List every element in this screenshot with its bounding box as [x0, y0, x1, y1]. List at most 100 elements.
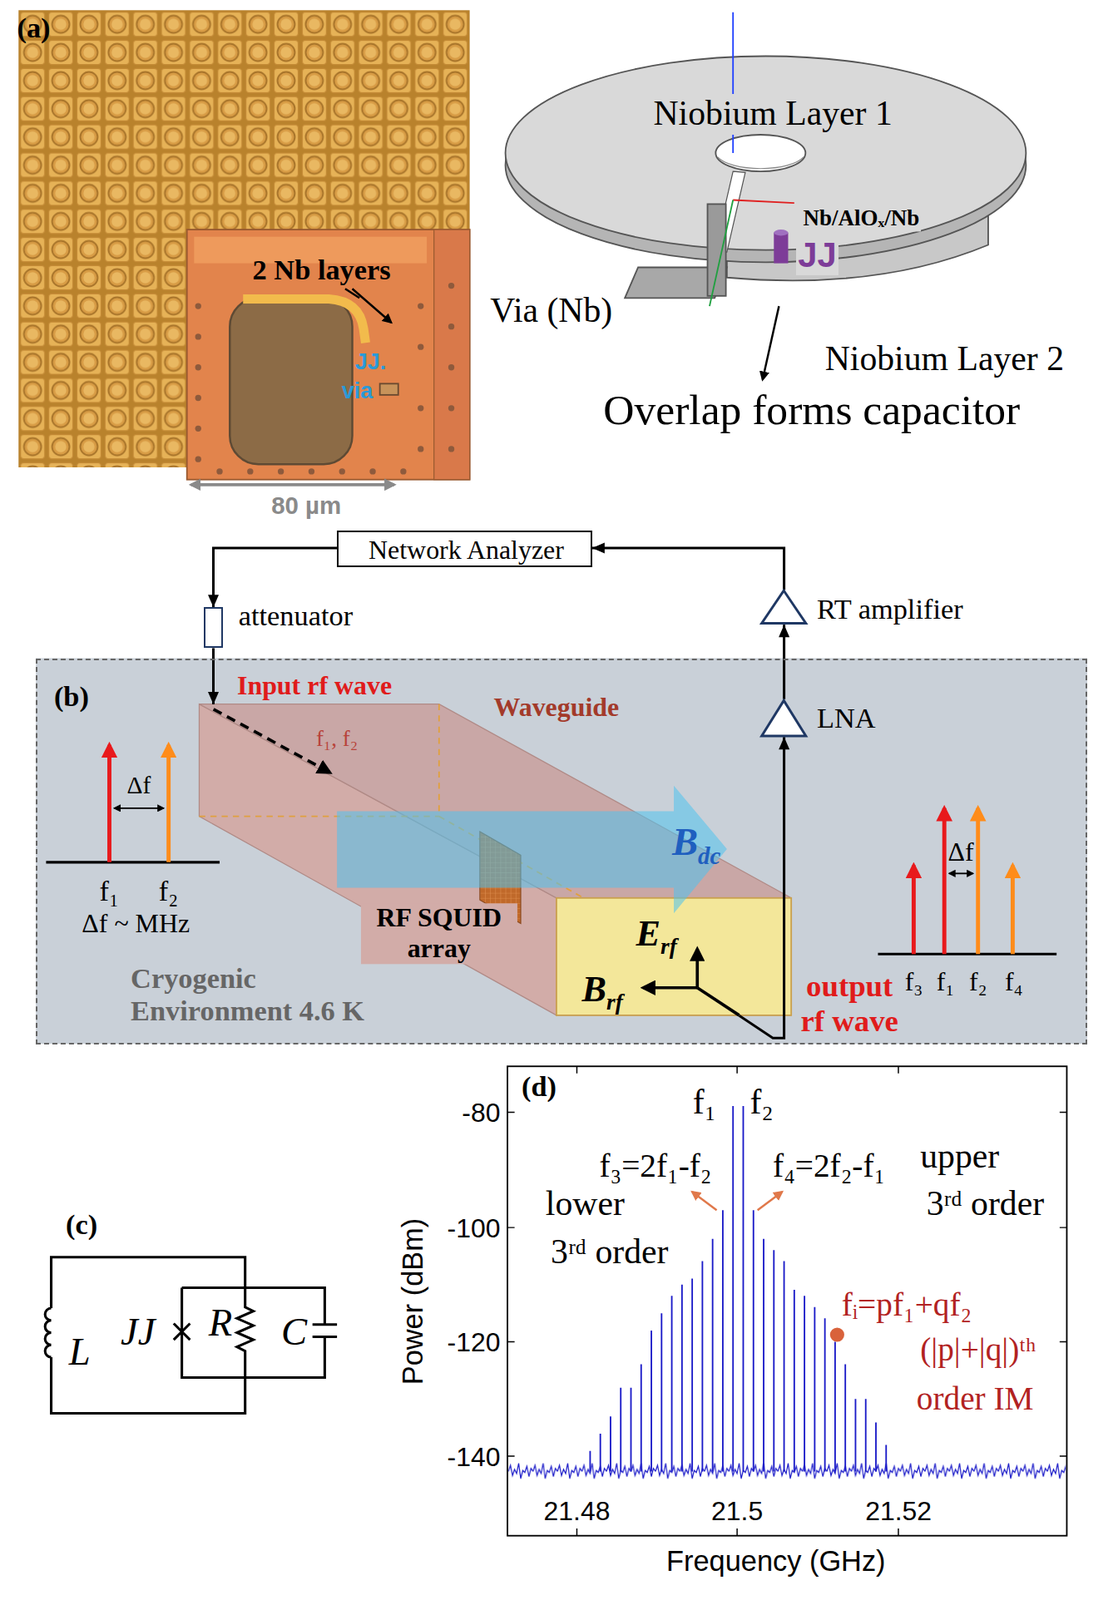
figure-label: Bdc — [672, 820, 721, 871]
figure-label: f₁ — [936, 966, 955, 998]
chip-photo-part-part — [195, 425, 202, 432]
chip-photo-part-part — [308, 468, 315, 475]
figure-label: Brf — [582, 969, 624, 1016]
measurement-setup-part — [107, 745, 112, 863]
measurement-setup-part — [695, 949, 699, 989]
squid-3d-model-part — [732, 200, 795, 204]
chip-photo-part — [242, 299, 366, 344]
figure-label: RF SQUID array — [361, 903, 518, 965]
figure-label: fᵢ=pf₁+qf₂ — [841, 1286, 973, 1324]
spectrum-plot-part — [692, 1192, 717, 1211]
arrowhead — [778, 624, 790, 638]
attenuator-box: attenuator — [203, 607, 223, 649]
measurement-setup-part — [213, 709, 331, 773]
spectrum-plot-part — [830, 1327, 845, 1342]
node-label: Network Analyzer — [368, 535, 564, 567]
arrowhead — [778, 737, 790, 750]
figure-label: JJ — [796, 235, 838, 276]
measurement-setup-part — [643, 986, 698, 990]
amplifier-outline — [761, 700, 807, 737]
chip-photo-part — [229, 297, 352, 465]
chip-photo-part-part — [417, 445, 424, 452]
chip-photo-part-part — [417, 405, 424, 411]
chip-photo — [18, 9, 470, 485]
figure-label: Power (dBm) — [396, 1218, 431, 1386]
chip-photo-part-part — [448, 364, 455, 371]
chip-photo-part-part — [277, 468, 284, 475]
squid-3d-model-part — [762, 306, 780, 380]
chip-photo-part-part — [247, 468, 253, 475]
amplifier-outline — [761, 591, 807, 624]
figure-label: C — [281, 1310, 307, 1356]
figure-label: -100 — [447, 1212, 501, 1244]
figure-label: Δf — [947, 837, 974, 869]
figure-label: (b) — [54, 681, 90, 715]
figure-label: Via (Nb) — [489, 291, 613, 332]
amplifier-symbol — [760, 699, 807, 738]
figure-label: R — [208, 1301, 233, 1346]
measurement-setup-part — [697, 988, 739, 1016]
subscript: rf — [606, 989, 624, 1015]
figure-label: JJ — [120, 1310, 155, 1356]
rf-squid-circuit-part — [182, 1288, 338, 1379]
measurement-setup — [35, 657, 1088, 1044]
node-label: Cryogenic Environment 4.6 K — [130, 962, 406, 1029]
chip-photo-part — [187, 229, 470, 480]
figure-label: 21.48 — [544, 1495, 611, 1527]
subscript: dc — [697, 842, 721, 870]
amplifier-triangle: LNA — [760, 699, 807, 738]
chip-photo-part-part — [339, 468, 346, 475]
measurement-setup-part — [166, 745, 171, 863]
chip-photo-part — [434, 229, 470, 480]
node-label: Waveguide — [494, 692, 620, 723]
figure-label: f₄ — [1004, 966, 1024, 998]
squid-3d-model-part — [707, 203, 727, 296]
figure-label: Δf ~ MHz — [81, 908, 190, 940]
figure-label: f₁ — [692, 1083, 717, 1123]
chip-photo-part-part — [417, 344, 424, 351]
chip-photo-part-part — [195, 333, 202, 340]
squid-3d-model-part — [505, 55, 1027, 250]
figure-label: (a) — [16, 12, 50, 46]
figure-label: (d) — [521, 1070, 557, 1104]
figure-label: f₃=2f₁-f₂ — [598, 1147, 712, 1185]
amplifier-symbol — [760, 589, 807, 625]
chip-photo-part-part — [195, 302, 202, 309]
figure-label: f₄=2f₂-f₁ — [772, 1147, 886, 1185]
measurement-setup-part — [35, 657, 1088, 1044]
measurement-setup-part — [949, 872, 973, 875]
figure-label: Nb/AlOₓ/Nb — [801, 205, 922, 232]
squid-3d-model-part — [715, 134, 806, 172]
arrowhead — [207, 594, 219, 608]
measurement-setup-part — [975, 808, 980, 955]
spectrum-plot-part — [757, 1192, 782, 1211]
chip-photo-part-part — [448, 323, 455, 330]
figure-label: output rf wave — [793, 968, 906, 1039]
figure-label: (|p|+|q|)ᵗʰ — [920, 1330, 1036, 1369]
chip-photo-part — [191, 483, 395, 487]
chip-photo-part-part — [195, 455, 202, 462]
figure-label: upper — [920, 1137, 1000, 1178]
connector — [213, 548, 338, 608]
chip-photo-part-part — [195, 364, 202, 371]
instrument-box: Network Analyzer — [336, 530, 593, 568]
measurement-setup-part — [942, 808, 947, 955]
amplifier-triangle: RT amplifier — [760, 589, 807, 625]
rf-squid-circuit-part — [51, 1257, 246, 1415]
node-label: attenuator — [238, 599, 353, 634]
measurement-setup-part — [877, 953, 1057, 956]
figure-label: -120 — [447, 1327, 501, 1359]
figure-label: Erf — [636, 912, 678, 960]
connector — [592, 548, 785, 590]
measurement-setup-part — [911, 865, 916, 955]
measurement-setup-part — [336, 786, 728, 914]
measurement-setup-part — [198, 704, 792, 1016]
figure-label: lower — [545, 1184, 625, 1225]
measurement-setup-part — [114, 807, 164, 810]
figure-label: Δf — [127, 771, 152, 801]
figure-label: 2 Nb layers — [252, 253, 391, 287]
figure-label: 80 µm — [271, 491, 342, 520]
figure-label: Frequency (GHz) — [666, 1545, 886, 1579]
squid-3d-model-part — [717, 157, 804, 169]
